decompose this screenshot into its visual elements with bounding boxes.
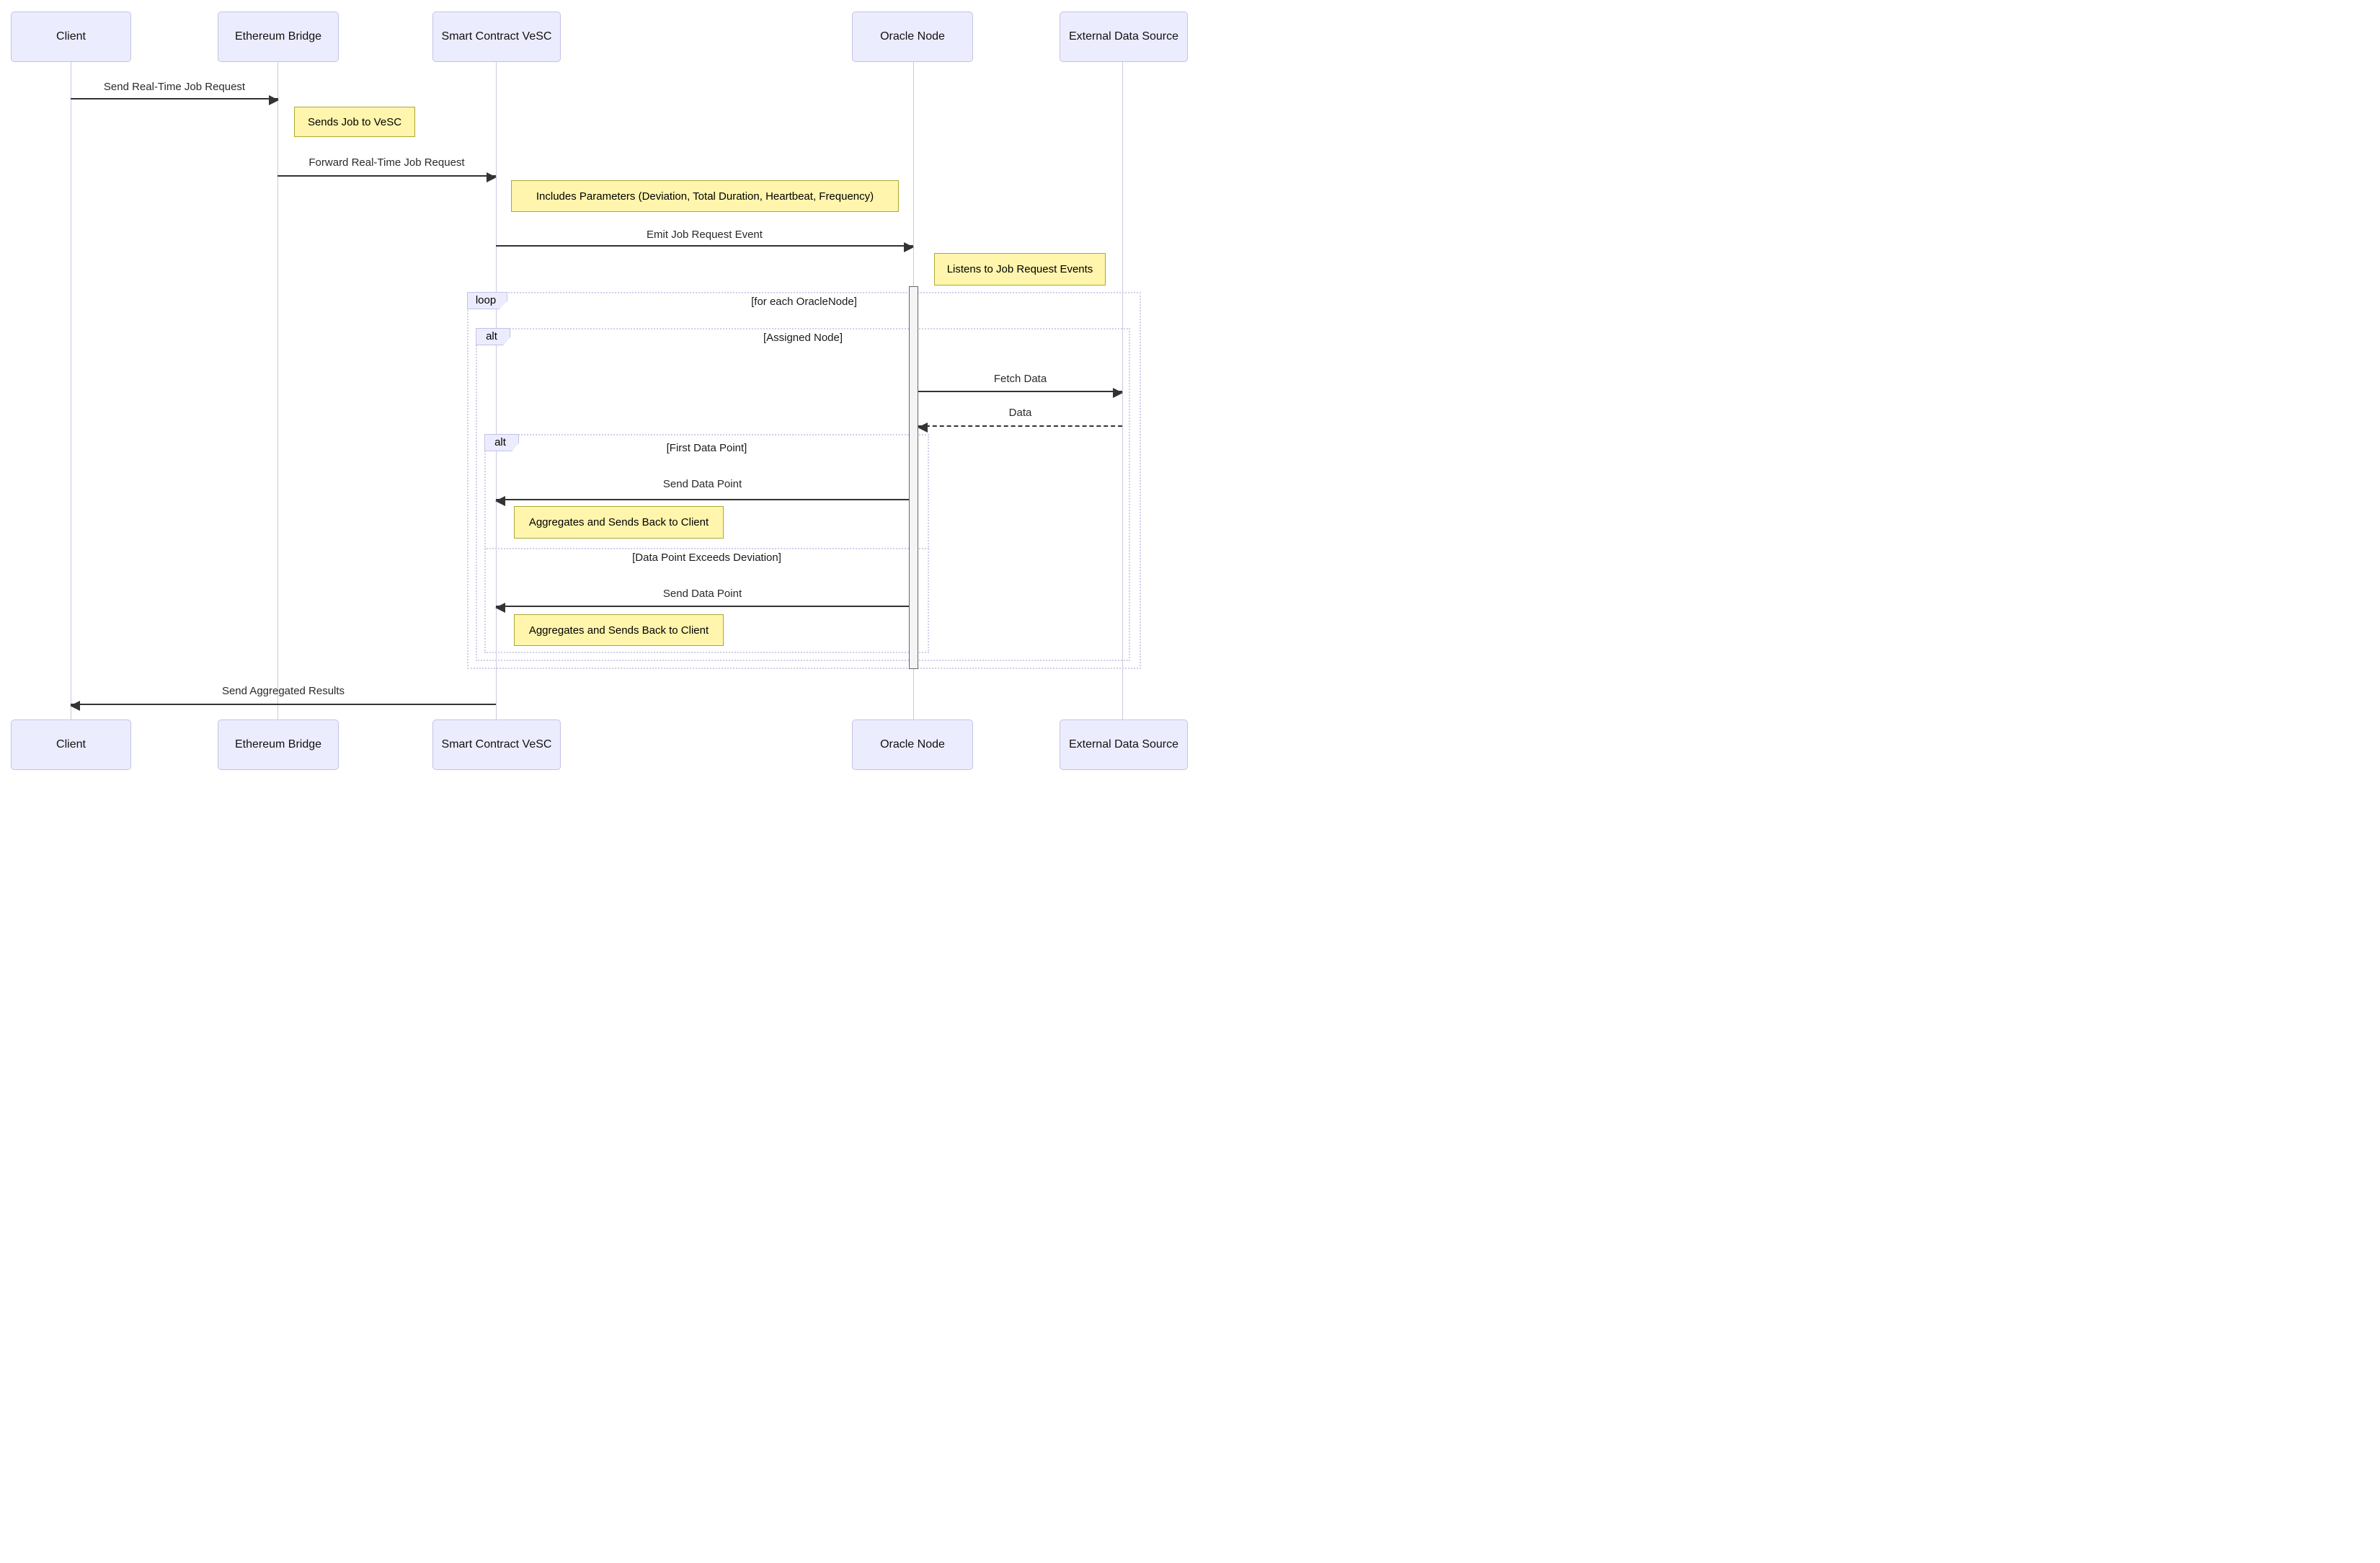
arrow-send-data-point-deviation <box>495 603 909 613</box>
note-aggregates-first: Aggregates and Sends Back to Client <box>514 506 724 539</box>
arrow-send-data-point-first <box>495 496 909 506</box>
message-send-aggregated-results: Send Aggregated Results <box>221 685 345 697</box>
participant-ethereum-bridge-bottom: Ethereum Bridge <box>218 719 339 770</box>
participant-smart-contract-vesc-bottom: Smart Contract VeSC <box>432 719 561 770</box>
lifeline-ethereum-bridge <box>277 62 278 720</box>
loop-condition: [for each OracleNode] <box>751 296 857 308</box>
sequence-diagram: loop [for each OracleNode] alt [Assigned… <box>0 0 1190 782</box>
participant-oracle-node-top: Oracle Node <box>852 12 973 62</box>
arrowhead-left-icon <box>70 701 80 711</box>
loop-label: loop <box>467 292 507 309</box>
arrow-forward-job-request <box>277 172 497 182</box>
alt-else-divider <box>484 548 929 549</box>
note-includes-parameters: Includes Parameters (Deviation, Total Du… <box>511 180 899 212</box>
arrow-send-job-request <box>71 95 279 105</box>
alt-first-data-point-condition: [First Data Point] <box>666 442 747 454</box>
note-aggregates-deviation: Aggregates and Sends Back to Client <box>514 614 724 646</box>
arrowhead-right-icon <box>904 242 914 252</box>
lifeline-smart-contract-vesc <box>496 62 497 720</box>
arrowhead-left-icon <box>495 603 505 613</box>
activation-bar-oracle-node <box>909 286 918 669</box>
arrowhead-right-icon <box>269 95 279 105</box>
participant-smart-contract-vesc-top: Smart Contract VeSC <box>432 12 561 62</box>
arrowhead-left-icon <box>495 496 505 506</box>
message-emit-job-event: Emit Job Request Event <box>647 229 763 241</box>
alt-data-point-label: alt <box>484 434 519 451</box>
message-fetch-data: Fetch Data <box>993 373 1047 385</box>
message-send-data-point-deviation: Send Data Point <box>662 588 742 600</box>
arrow-send-aggregated-results <box>70 701 496 711</box>
arrowhead-left-icon <box>918 422 928 433</box>
alt-exceeds-deviation-condition: [Data Point Exceeds Deviation] <box>632 552 781 564</box>
message-data-return: Data <box>1008 407 1032 419</box>
alt-assigned-condition: [Assigned Node] <box>763 332 843 344</box>
arrow-fetch-data <box>918 388 1123 398</box>
participant-client-bottom: Client <box>11 719 131 770</box>
alt-frame-data-point <box>484 434 929 653</box>
arrowhead-right-icon <box>487 172 497 182</box>
alt-assigned-label: alt <box>476 328 510 345</box>
arrowhead-right-icon <box>1113 388 1123 398</box>
participant-external-data-source-top: External Data Source <box>1060 12 1188 62</box>
arrow-emit-job-event <box>496 242 914 252</box>
message-forward-job-request: Forward Real-Time Job Request <box>308 156 465 169</box>
message-send-data-point-first: Send Data Point <box>662 478 742 490</box>
participant-external-data-source-bottom: External Data Source <box>1060 719 1188 770</box>
note-sends-job-to-vesc: Sends Job to VeSC <box>294 107 415 137</box>
participant-oracle-node-bottom: Oracle Node <box>852 719 973 770</box>
message-send-job-request: Send Real-Time Job Request <box>103 81 246 93</box>
alt-frame-assigned-node <box>476 328 1130 661</box>
participant-ethereum-bridge-top: Ethereum Bridge <box>218 12 339 62</box>
participant-client-top: Client <box>11 12 131 62</box>
arrow-data-return <box>918 422 1122 433</box>
note-listens-to-job-request-events: Listens to Job Request Events <box>934 253 1106 285</box>
loop-frame <box>467 292 1141 669</box>
